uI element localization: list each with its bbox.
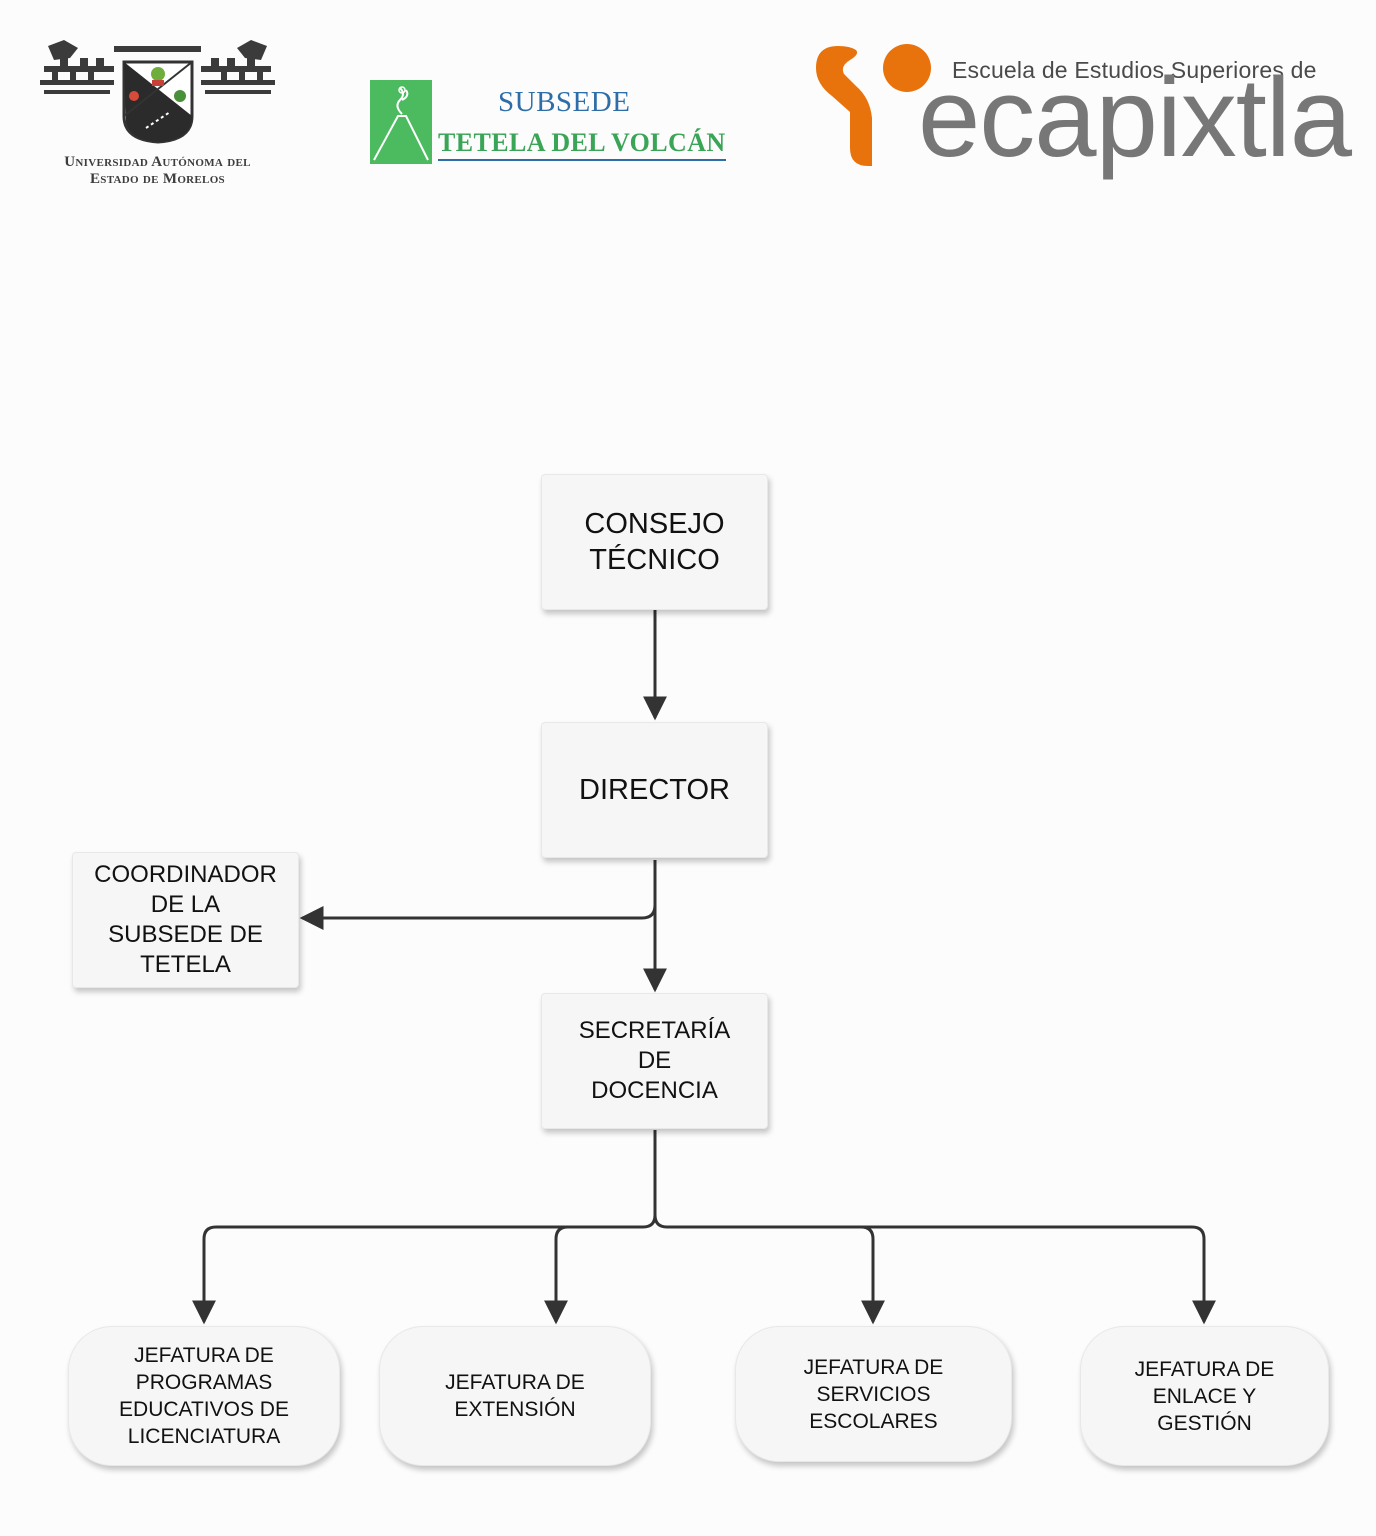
node-jefatura-servicios[interactable]: JEFATURA DE SERVICIOS ESCOLARES xyxy=(735,1326,1012,1462)
node-jefatura-enlace[interactable]: JEFATURA DE ENLACE Y GESTIÓN xyxy=(1080,1326,1329,1466)
volcano-icon xyxy=(370,80,432,164)
ese-yecapixtla-logo: Escuela de Estudios Superiores de ecapix… xyxy=(810,40,1352,200)
subsede-logo: SUBSEDE TETELA DEL VOLCÁN xyxy=(370,78,740,168)
connector-secretaria-programas xyxy=(192,1214,657,1325)
node-jefatura-programas[interactable]: JEFATURA DE PROGRAMAS EDUCATIVOS DE LICE… xyxy=(68,1326,340,1466)
connector-secretaria-enlace xyxy=(861,1225,1216,1325)
connector-secretaria-servicios xyxy=(653,1214,885,1325)
connector-director-coordinador xyxy=(299,860,657,930)
node-coordinador-subsede[interactable]: COORDINADOR DE LA SUBSEDE DE TETELA xyxy=(72,852,299,988)
node-consejo-tecnico[interactable]: CONSEJO TÉCNICO xyxy=(541,474,768,610)
subsede-subtitle: TETELA DEL VOLCÁN xyxy=(438,128,726,161)
node-director[interactable]: DIRECTOR xyxy=(541,722,768,858)
header: Universidad Autónoma del Estado de Morel… xyxy=(0,0,1376,200)
ese-school-line: Escuela de Estudios Superiores de xyxy=(952,57,1317,83)
connector-secretaria-extension xyxy=(544,1225,569,1325)
node-secretaria-docencia[interactable]: SECRETARÍA DE DOCENCIA xyxy=(541,993,768,1129)
uaem-name-line2: Estado de Morelos xyxy=(90,171,225,187)
ese-y-mark-icon xyxy=(816,44,931,166)
uaem-logo: Universidad Autónoma del Estado de Morel… xyxy=(30,36,285,196)
uaem-name-line1: Universidad Autónoma del xyxy=(64,154,251,170)
node-jefatura-extension[interactable]: JEFATURA DE EXTENSIÓN xyxy=(379,1326,651,1466)
uaem-crest-icon xyxy=(40,40,275,144)
ese-place-name: ecapixtla xyxy=(918,55,1352,180)
subsede-title: SUBSEDE xyxy=(498,86,631,118)
